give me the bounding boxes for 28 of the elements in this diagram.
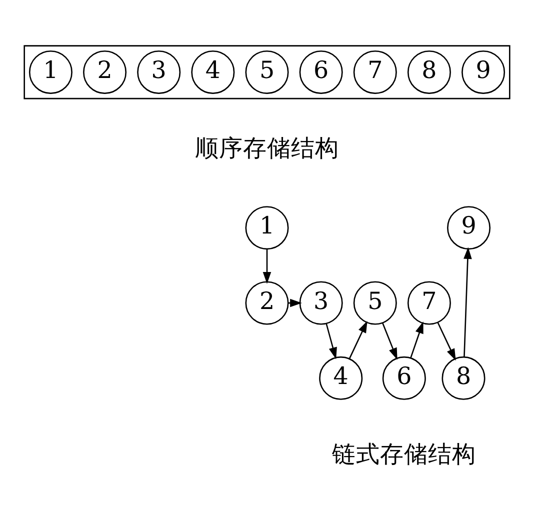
node-circle: 9 [447,206,491,250]
arrow [326,323,337,359]
node-circle: 1 [245,206,289,250]
arrow [262,248,272,284]
arrow [437,322,456,360]
node-circle: 4 [319,356,363,400]
node-circle: 6 [299,50,343,94]
arrow [348,320,368,359]
node-circle: 1 [28,50,72,94]
node-circle: 8 [442,356,486,400]
node-circle: 6 [382,356,426,400]
cluster [24,44,510,99]
node-circle: 7 [353,50,397,94]
node-circle: 3 [137,50,181,94]
node-circle: 2 [245,280,289,324]
node-circle: 9 [462,50,506,94]
node-circle: 3 [299,280,343,324]
arrow [382,322,398,360]
node-circle: 7 [407,280,451,324]
node-circle: 8 [407,50,451,94]
label: 顺序存储结构 [195,133,339,162]
arrow [410,320,424,358]
arrow [464,246,472,356]
node-circle: 5 [353,280,397,324]
node-circle: 5 [245,50,289,94]
node-circle: 4 [191,50,235,94]
label: 链式存储结构 [332,439,476,468]
node-circle: 2 [83,50,127,94]
